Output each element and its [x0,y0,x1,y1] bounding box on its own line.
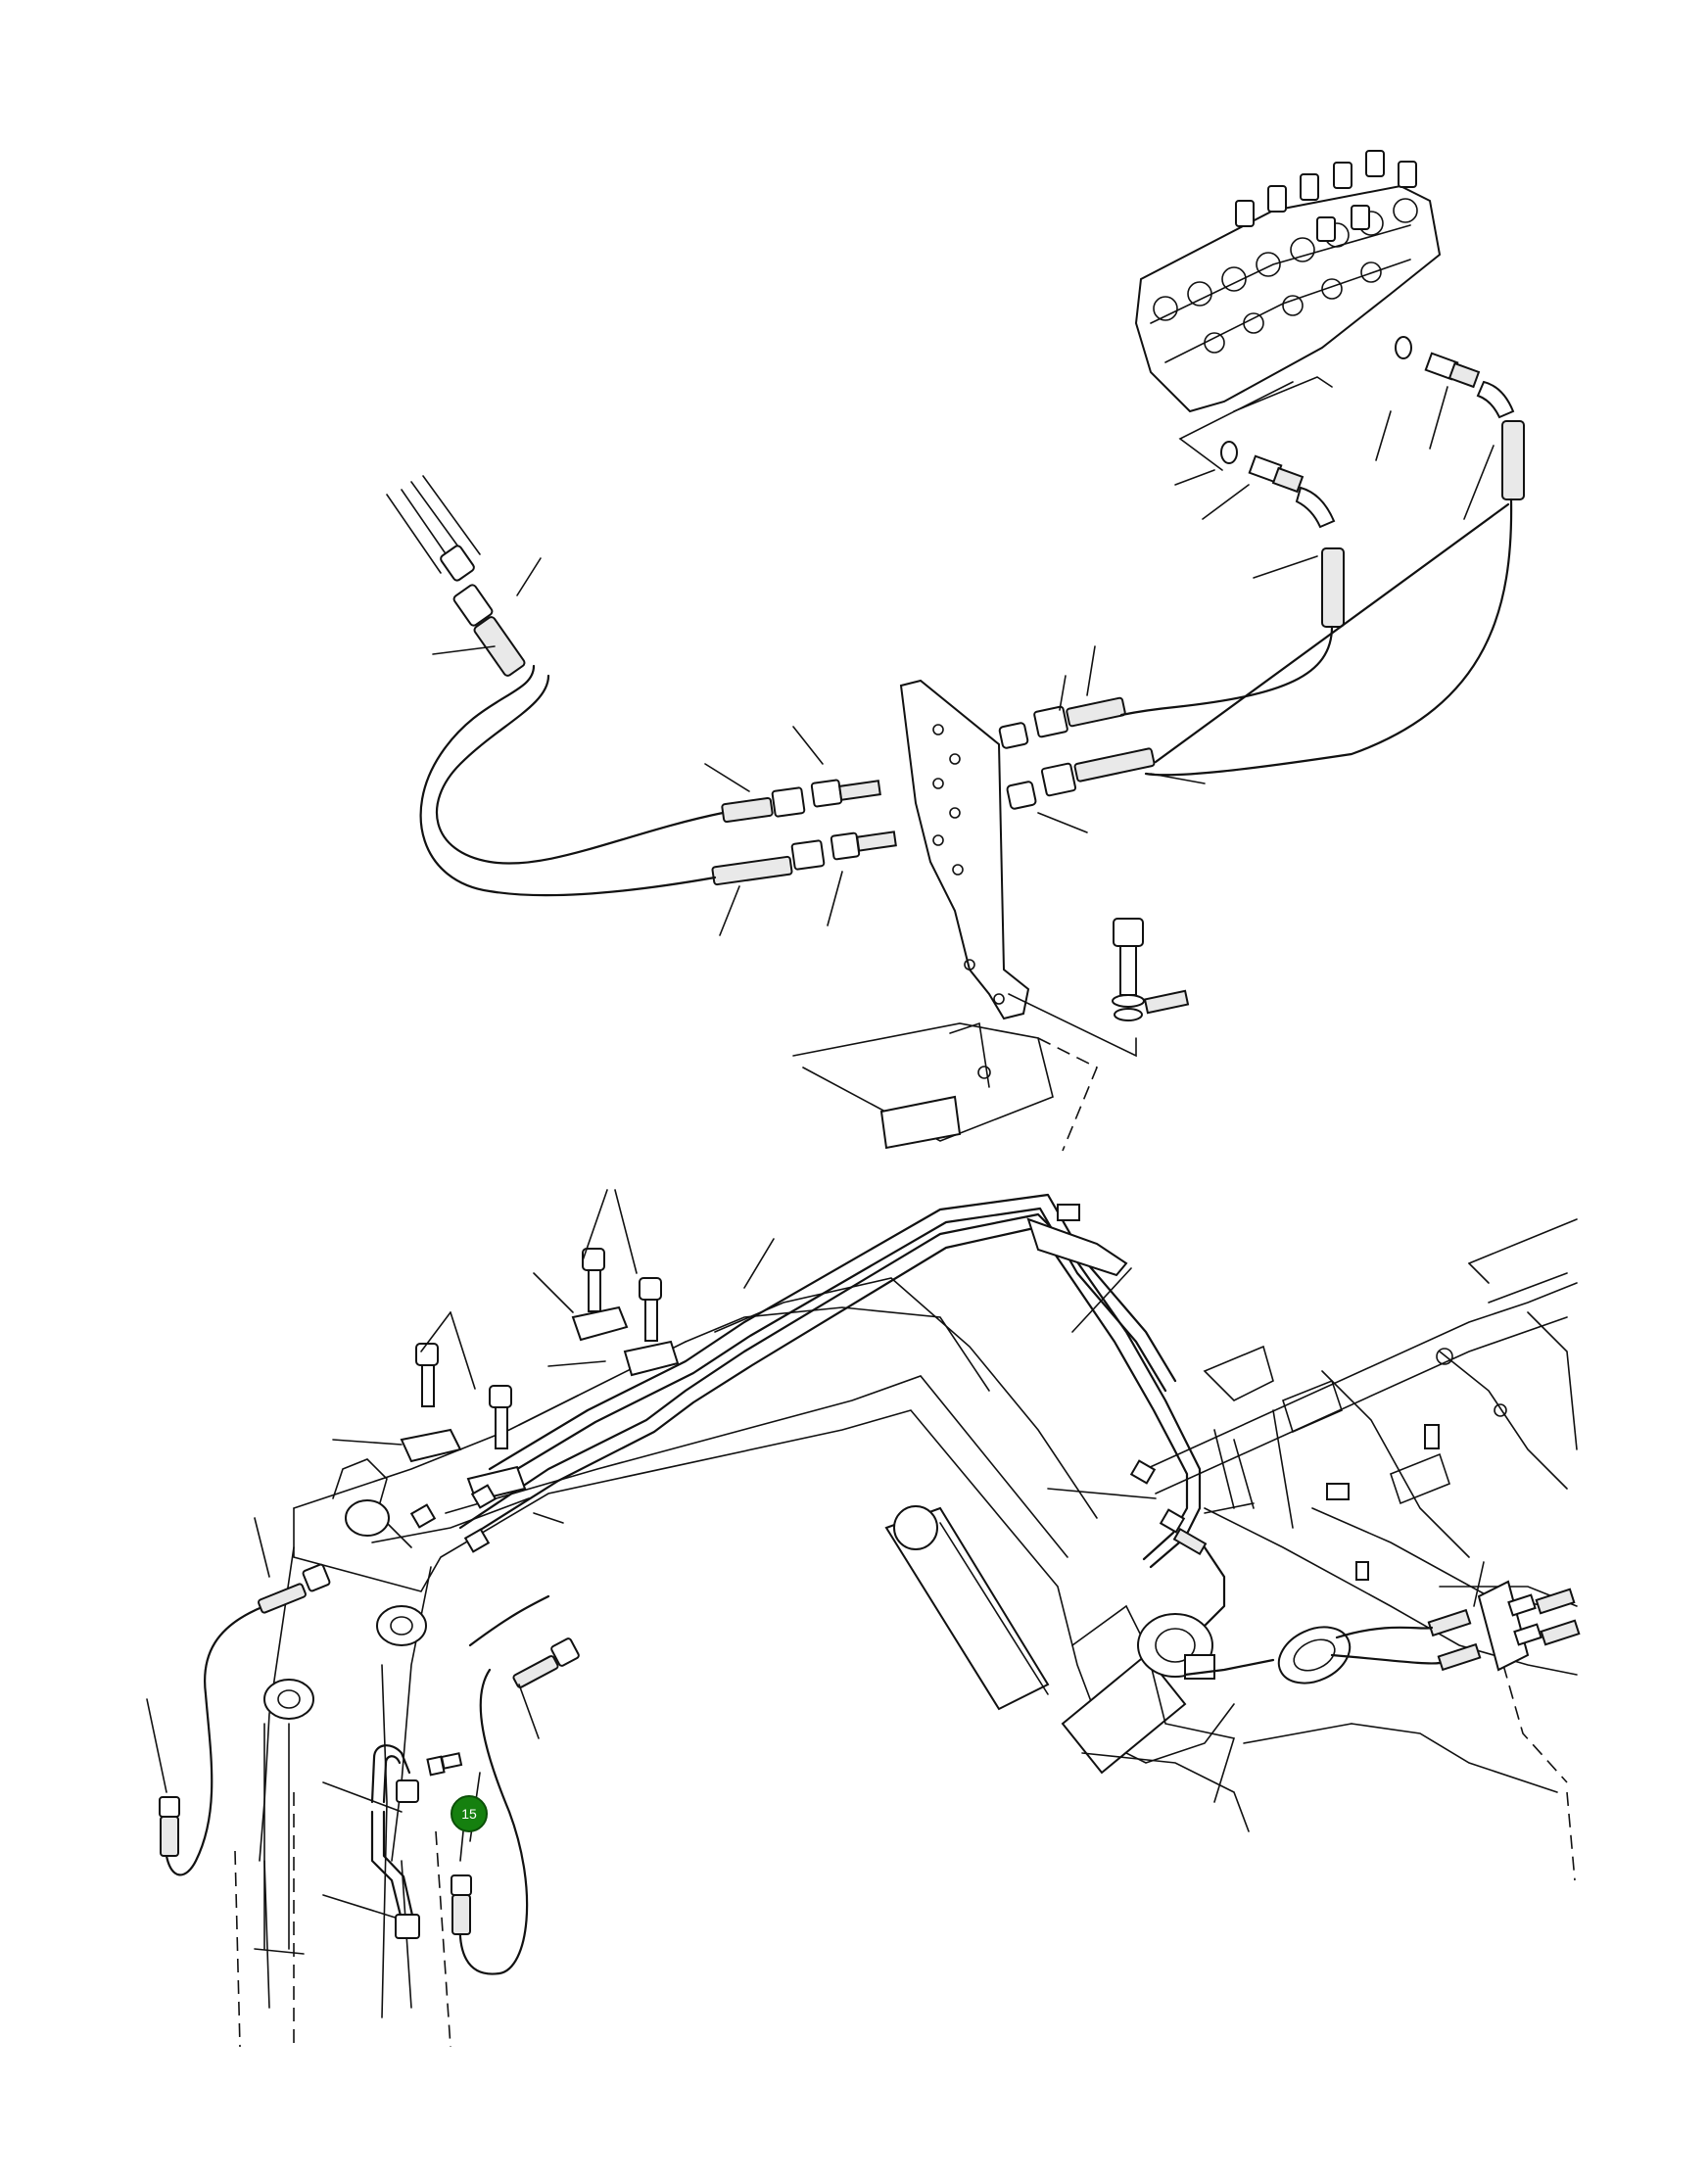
lower-hose-ends [159,1484,580,1935]
hose-runs-upper [419,498,1513,897]
bulkhead-fittings [711,696,1156,886]
bolt-washer-group [1112,918,1190,1021]
callout-badge-15[interactable]: 15 [451,1795,488,1832]
hose-bracket-plate [899,679,1030,1020]
upper-left-hose-end [386,475,526,677]
dipper-arm [234,1458,451,2048]
control-valve-block [1134,150,1442,471]
chassis-bulkhead-fittings [1183,1580,1581,1677]
frame-mount-stub [792,1021,1099,1152]
grommet [1277,1626,1352,1684]
dipper-pipes [370,1744,463,1939]
hose-runs-lower [165,1594,550,1975]
chassis-frame [1145,1218,1578,1881]
pipe-clamps [400,1204,1128,1502]
leader-lines-lower [146,1189,1485,1862]
boom-cylinder [884,1505,1187,1775]
valve-fittings [1220,336,1525,628]
pivot-fittings [1129,1459,1226,1628]
leader-lines-upper [432,386,1494,1058]
